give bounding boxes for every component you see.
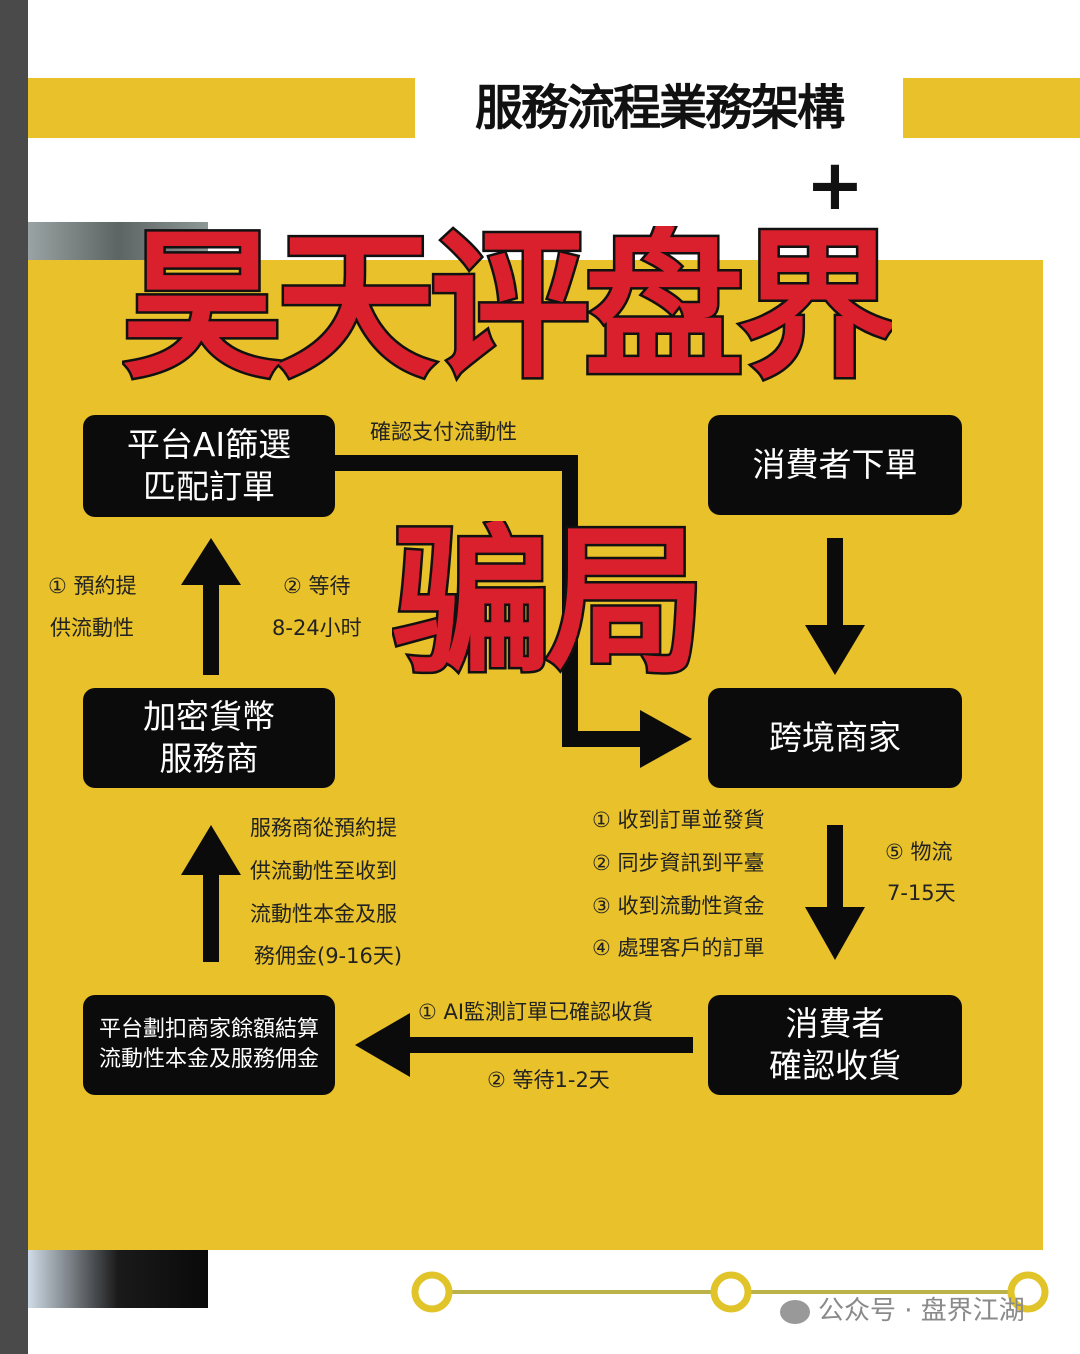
- box-text: 消費者: [785, 1004, 885, 1043]
- label-provider-period: 務佣金(9-16天): [254, 944, 403, 968]
- wechat-icon: [780, 1299, 810, 1324]
- box-text: 平台劃扣商家餘額結算: [98, 1017, 319, 1042]
- box-consumer-order: 消費者下單: [708, 415, 962, 515]
- label-provider-period: 服務商從預約提: [250, 816, 397, 840]
- box-merchant: 跨境商家: [708, 688, 962, 788]
- diagram-title: 服務流程業務架構: [474, 80, 845, 136]
- label-wait: 8-24小时: [272, 616, 362, 640]
- arrow-down-head: [805, 625, 865, 675]
- label-reserve: 供流動性: [50, 616, 134, 640]
- watermark: 公众号 · 盘界江湖: [780, 1290, 1025, 1327]
- box-text: 服務商: [159, 739, 259, 778]
- box-text: 平台AI篩選: [126, 425, 292, 464]
- arrow-up-head: [181, 825, 241, 875]
- arrow-left-shaft: [405, 1037, 693, 1053]
- watermark-text: 公众号 · 盘界江湖: [818, 1296, 1025, 1326]
- photo-fragment-bottom: [28, 1250, 208, 1308]
- label-merchant-step: ② 同步資訊到平臺: [592, 851, 765, 875]
- label-merchant-step: ① 收到訂單並發貨: [592, 808, 765, 832]
- box-platform-ai-match: 平台AI篩選 匹配訂單: [83, 415, 335, 517]
- label-provider-period: 流動性本金及服: [250, 902, 397, 926]
- box-crypto-provider: 加密貨幣 服務商: [83, 688, 335, 788]
- label-merchant-step: ③ 收到流動性資金: [592, 894, 765, 918]
- timeline-circle: [1007, 1271, 1049, 1313]
- arrow-left-head: [355, 1013, 410, 1077]
- arrow-down-shaft: [827, 538, 843, 633]
- arrow-down-head: [805, 907, 865, 960]
- box-platform-deduct: 平台劃扣商家餘額結算 流動性本金及服務佣金: [83, 995, 335, 1095]
- box-text: 匹配訂單: [143, 467, 275, 506]
- timeline-circle: [710, 1271, 752, 1313]
- label-ai-monitor: ① AI監測訂單已確認收貨: [418, 1000, 654, 1024]
- box-text: 加密貨幣: [143, 697, 275, 736]
- arrow-right-head: [640, 710, 692, 768]
- title-bar-left: [28, 78, 415, 138]
- box-text: 跨境商家: [769, 718, 901, 757]
- label-wait-short: ② 等待1-2天: [487, 1068, 610, 1092]
- label-confirm-pay: 確認支付流動性: [370, 420, 517, 444]
- overlay-text-red: 昊天评盘界: [122, 226, 893, 388]
- arrow-down-shaft: [827, 825, 843, 915]
- label-merchant-step: ④ 處理客戶的訂單: [592, 936, 765, 960]
- box-text: 流動性本金及服務佣金: [98, 1047, 319, 1072]
- arrow-up-shaft: [203, 870, 219, 962]
- plus-sign: +: [805, 144, 865, 226]
- title-bar-right: [903, 78, 1080, 138]
- arrow-up-head: [181, 538, 241, 585]
- connector-line: [335, 455, 578, 471]
- label-reserve: ① 預約提: [48, 574, 137, 598]
- label-wait: ② 等待: [283, 574, 351, 598]
- overlay-text-red: 骗局: [392, 521, 701, 683]
- left-edge-strip: [0, 0, 28, 1354]
- label-logistics: 7-15天: [887, 881, 956, 905]
- box-text: 確認收貨: [769, 1046, 901, 1085]
- connector-line: [562, 455, 578, 747]
- connector-line: [562, 731, 647, 747]
- label-logistics: ⑤ 物流: [885, 840, 953, 864]
- label-provider-period: 供流動性至收到: [250, 859, 397, 883]
- box-text: 消費者下單: [752, 445, 918, 484]
- timeline-circle: [411, 1271, 453, 1313]
- arrow-up-shaft: [203, 580, 219, 675]
- box-consumer-confirm: 消費者 確認收貨: [708, 995, 962, 1095]
- photo-fragment: [28, 222, 208, 262]
